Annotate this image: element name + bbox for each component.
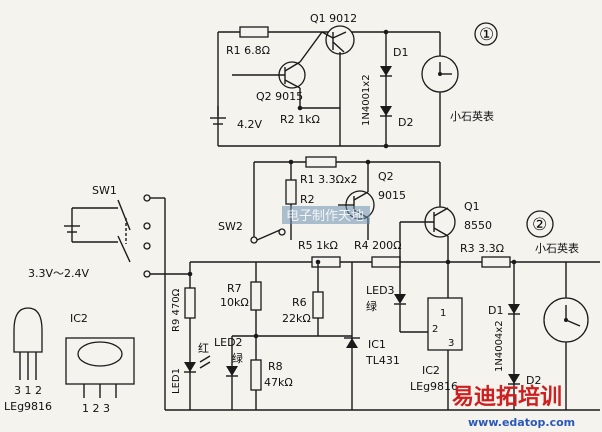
c2-r7-name: R7 (227, 282, 242, 295)
c2-r3-resistor (481, 256, 511, 268)
package-pins-left: 3 1 2 (14, 384, 42, 397)
to92-package-icon (13, 307, 43, 380)
c2-r8-resistor (250, 359, 262, 391)
sw1-blade (117, 199, 131, 231)
c2-sw2-label: SW2 (218, 220, 243, 233)
sw2-blade (256, 229, 281, 241)
package-part-left: LEg9816 (4, 400, 52, 413)
c2-r7-value: 10kΩ (220, 296, 249, 309)
circuit-1: ① Q1 9012 R1 6.8Ω Q2 9015 R2 1kΩ 4.2V D1… (210, 12, 498, 149)
c2-voltage-label: 3.3V～2.4V (28, 267, 90, 280)
circuit-2: ② SW1 3.3V～2.4V R1 3.3Ωx2 R2 Q2 9015 Q1 … (28, 156, 600, 411)
c2-clock-label: 小石英表 (535, 241, 579, 255)
c2-r4-label: R4 200Ω (354, 239, 402, 252)
c1-d1-label: D1 (393, 46, 408, 59)
c2-led3 (394, 294, 406, 304)
c1-d1-diode (380, 66, 392, 76)
c2-ic2-name: IC2 (422, 364, 440, 377)
c2-d2-label: D2 (526, 374, 541, 387)
c2-r6-value: 22kΩ (282, 312, 311, 325)
c2-led3-name: LED3 (366, 284, 395, 297)
c2-ic2-pin2: 2 (432, 324, 438, 335)
c2-r1-label: R1 3.3Ωx2 (300, 173, 358, 186)
watermark-url-text: www.edatop.com (468, 416, 575, 429)
package-pins-right: 1 2 3 (82, 402, 110, 415)
c2-led3-color: 绿 (366, 299, 377, 313)
c2-led1 (184, 355, 211, 373)
package-ic2-label: IC2 (70, 312, 88, 325)
c1-quartz-clock-icon (421, 32, 459, 146)
watermark-mid-text: 电子制作天地 (286, 209, 364, 224)
c2-r1-resistor (305, 156, 337, 168)
c2-number-circle (526, 210, 554, 238)
c1-diode-part-label: 1N4001x2 (361, 74, 372, 126)
c2-q2-label: Q2 (378, 170, 394, 183)
c2-ic2-pin3: 3 (448, 338, 454, 349)
c1-r2-label: R2 1kΩ (280, 113, 320, 126)
c1-battery (210, 106, 226, 125)
c2-r7-resistor (250, 281, 262, 311)
c1-d2-label: D2 (398, 116, 413, 129)
c2-led1-color: 红 (198, 342, 209, 355)
c1-r1-label: R1 6.8Ω (226, 44, 270, 57)
c2-r8-value: 47kΩ (264, 376, 293, 389)
c2-q1-transistor (400, 162, 456, 262)
c1-battery-label: 4.2V (237, 118, 262, 131)
ic2-package-icon (65, 337, 135, 398)
sw1-terminal-top (143, 194, 151, 202)
c2-r4-resistor (371, 256, 401, 268)
c2-q1-label: Q1 (464, 200, 480, 213)
c1-clock-label: 小石英表 (450, 109, 494, 123)
package-drawings: IC2 3 1 2 LEg9816 1 2 3 (4, 307, 135, 415)
c2-ic1-tl431 (346, 338, 358, 348)
c2-d1-diode (508, 304, 520, 314)
c2-r2-label: R2 (300, 193, 315, 206)
c2-number: ② (532, 215, 547, 235)
sw1-terminal-mid (143, 222, 151, 230)
sw2-terminal-b (278, 228, 286, 236)
c2-ic1-name: IC1 (368, 338, 386, 351)
c2-ic2-pin1: 1 (440, 308, 446, 319)
c1-d2-diode (380, 106, 392, 116)
sw1-terminal-bottom (143, 270, 151, 278)
c2-led2-name: LED2 (214, 336, 243, 349)
c2-sw1-label: SW1 (92, 184, 117, 197)
c1-q2-label: Q2 9015 (256, 90, 303, 103)
sw1-terminal-lower (143, 242, 151, 250)
c2-r9-resistor (184, 287, 196, 319)
c2-r9-label: R9 470Ω (171, 288, 182, 332)
c2-quartz-clock-icon (543, 262, 589, 410)
sw2-terminal-a (250, 236, 258, 244)
c2-r8-name: R8 (268, 360, 283, 373)
c2-r3-label: R3 3.3Ω (460, 242, 504, 255)
c1-number-circle (474, 22, 498, 46)
c1-number: ① (479, 25, 494, 45)
c2-q1-type: 8550 (464, 219, 492, 232)
c2-r6-resistor (312, 291, 324, 319)
c1-q1-transistor (321, 25, 355, 146)
c2-r2-resistor (285, 179, 297, 205)
c2-q2-type: 9015 (378, 189, 406, 202)
c2-ic1-part: TL431 (365, 354, 400, 367)
c2-d1-label: D1 (488, 304, 503, 317)
c1-q2-transistor (232, 31, 323, 111)
c2-ic2-chip (427, 297, 463, 351)
c1-q1-label: Q1 9012 (310, 12, 357, 25)
c2-ic2-part: LEg9816 (410, 380, 458, 393)
c2-led2 (226, 366, 238, 377)
watermark: 电子制作天地 易迪拓培训 www.edatop.com (282, 206, 575, 429)
c2-led2-color: 绿 (232, 351, 243, 365)
c2-led1-name: LED1 (171, 368, 182, 394)
c2-r5-label: R5 1kΩ (298, 239, 338, 252)
watermark-main-text: 易迪拓培训 (452, 384, 562, 410)
c2-r5-resistor (311, 256, 341, 268)
c2-d2-diode (508, 374, 520, 384)
c2-diode-part-label: 1N4004x2 (494, 320, 505, 372)
c2-r6-name: R6 (292, 296, 307, 309)
c1-r1-resistor (239, 26, 269, 38)
